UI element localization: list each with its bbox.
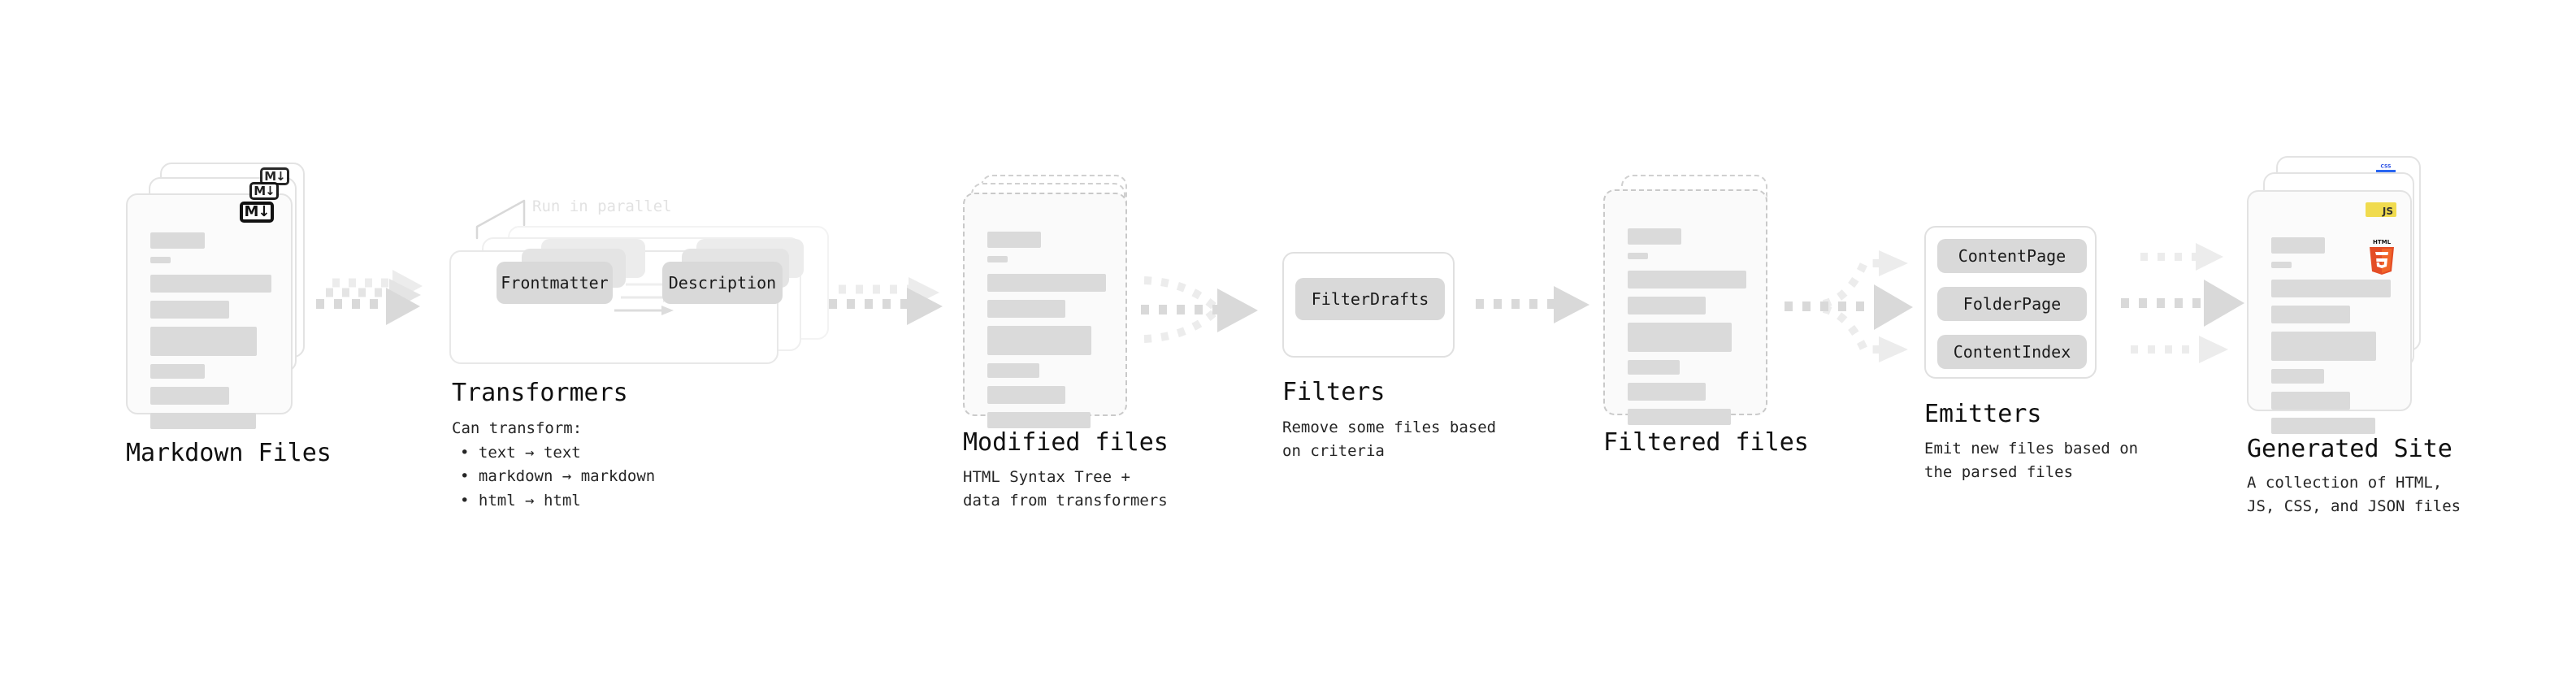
css3-icon: CSS [2375,161,2396,185]
transformers-bullet-2: • html → html [460,491,581,510]
emitters-pill-folderpage[interactable]: FolderPage [1937,287,2087,321]
arrow-filters-to-filtered-files [1472,286,1602,343]
svg-text:CSS: CSS [2381,164,2392,170]
stage-subtitle-modified-files: HTML Syntax Tree + data from transformer… [963,468,1168,510]
file-content-placeholder [987,232,1106,436]
stage-title-filters: Filters [1282,378,1386,406]
emitters-pill-contentpage-label: ContentPage [1958,246,2066,266]
filtered-files-stack [1603,175,1782,427]
emitters-pill-folderpage-label: FolderPage [1962,294,2062,314]
emitters-box: ContentPage FolderPage ContentIndex [1924,226,2097,379]
emitters-pill-contentindex-label: ContentIndex [1953,342,2071,362]
transformers-bullet-0-label: text → text [478,444,581,462]
stage-title-transformers: Transformers [452,379,628,407]
stage-title-filtered-files: Filtered files [1603,428,1809,457]
file-content-placeholder [2271,237,2391,442]
transformer-pill-frontmatter[interactable]: Frontmatter [497,262,613,304]
run-in-parallel-leader-line [475,191,581,240]
stage-title-emitters: Emitters [1924,400,2042,428]
markdown-file-card-front [126,193,293,429]
stage-subtitle-generated-site: A collection of HTML, JS, CSS, and JSON … [2247,474,2461,516]
file-content-placeholder [150,232,271,437]
transformers-group: Frontmatter Description [449,226,831,368]
transformer-pill-description-label: Description [668,273,777,293]
arrow-markdown-to-transformers [305,268,435,358]
svg-text:HTML: HTML [2373,239,2392,245]
transformers-bullet-2-label: html → html [478,491,581,510]
stage-title-modified-files: Modified files [963,428,1169,457]
stage-subtitle-emitters: Emit new files based on the parsed files [1924,440,2139,482]
arrow-emitters-to-generated-site [2113,232,2267,378]
transformers-bullet-1-label: markdown → markdown [478,467,656,486]
generated-file-card-front [2247,190,2412,434]
arrow-modified-files-to-filters [1138,264,1284,370]
emitters-pill-contentindex[interactable]: ContentIndex [1937,335,2087,369]
arrow-filtered-files-to-emitters [1780,236,1934,382]
arrow-transformers-to-modified-files [827,276,957,358]
run-in-parallel-label: Run in parallel [532,197,672,215]
filters-pill-filterdrafts[interactable]: FilterDrafts [1295,278,1445,320]
transformer-pill-frontmatter-label: Frontmatter [501,273,609,293]
markdown-files-stack: M↓ M↓ M↓ [126,163,313,429]
html5-icon: HTML [2366,237,2398,275]
filters-pill-filterdrafts-label: FilterDrafts [1311,289,1429,309]
file-content-placeholder [1628,228,1746,433]
markdown-icon: M↓ [240,202,274,223]
emitters-pill-contentpage[interactable]: ContentPage [1937,239,2087,273]
markdown-icon-back-1: M↓ [249,182,279,200]
transformers-bullet-1: • markdown → markdown [460,467,656,486]
stage-subtitle-filters: Remove some files based on criteria [1282,419,1497,461]
filters-box: FilterDrafts [1282,252,1455,358]
modified-file-card-front [963,193,1127,428]
js-icon: JS [2366,202,2396,217]
stage-title-markdown-files: Markdown Files [126,439,332,467]
transformers-bullet-0: • text → text [460,444,581,462]
modified-files-stack [963,175,1142,428]
transformer-pill-description[interactable]: Description [662,262,783,304]
transformers-bullet-list: • text → text • markdown → markdown • ht… [460,441,655,513]
generated-site-stack: CSS JS HTML [2247,156,2434,434]
filtered-file-card-front [1603,189,1767,425]
stage-title-generated-site: Generated Site [2247,435,2452,463]
stage-subtitle-transformers: Can transform: [452,419,583,437]
